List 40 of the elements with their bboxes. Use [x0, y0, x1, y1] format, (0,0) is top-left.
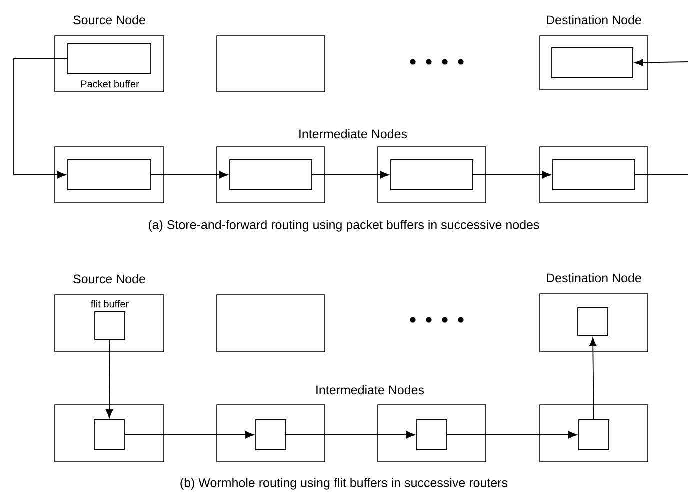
node-box	[540, 146, 648, 204]
arrow	[447, 431, 578, 439]
node-box	[378, 146, 486, 204]
caption: (a) Store-and-forward routing using packet buffers in successive nodes	[148, 220, 540, 232]
buffer-box	[552, 160, 636, 190]
node-box	[54, 146, 164, 204]
arrow	[589, 338, 597, 420]
arrow	[106, 340, 114, 418]
node-heading: Destination Node	[547, 273, 642, 283]
arrow	[473, 171, 552, 179]
arrow	[286, 431, 416, 439]
arrow	[124, 431, 254, 439]
node-heading: Source Node	[74, 15, 146, 25]
buffer-box	[578, 420, 610, 450]
buffer-box	[390, 160, 474, 190]
buffer-box	[94, 420, 125, 450]
arrow	[312, 171, 390, 179]
buffer-label: flit buffer	[91, 300, 129, 308]
arrow	[634, 59, 688, 66]
node-box	[216, 404, 326, 462]
arrow	[151, 171, 228, 179]
node-box	[216, 36, 326, 92]
node-box	[216, 146, 326, 204]
node-heading: Source Node	[74, 274, 146, 284]
node-heading: Destination Node	[547, 15, 642, 25]
node-box	[378, 404, 486, 462]
group-label: Intermediate Nodes	[316, 385, 424, 395]
buffer-box	[256, 420, 286, 450]
group-label: Intermediate Nodes	[300, 129, 408, 139]
arrow	[14, 58, 68, 179]
buffer-box	[416, 420, 448, 450]
node-box	[540, 404, 648, 462]
buffer-box	[552, 48, 634, 78]
buffer-box	[68, 160, 152, 190]
buffer-box	[578, 308, 608, 336]
node-box	[54, 404, 164, 462]
node-box	[216, 294, 326, 352]
caption: (b) Wormhole routing using flit buffers in successive routers	[180, 478, 508, 490]
buffer-label: Packet buffer	[81, 80, 140, 88]
buffer-box	[230, 160, 312, 190]
